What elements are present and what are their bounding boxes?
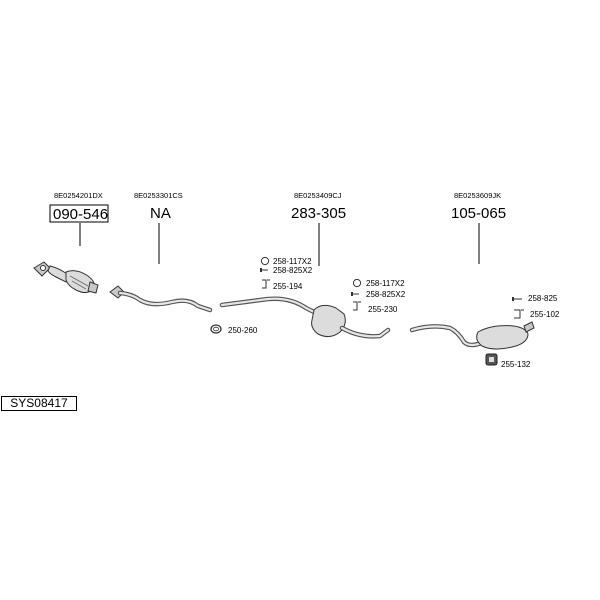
oem-number-middle-silencer: 8E0253409CJ xyxy=(294,191,342,200)
accessory-label[interactable]: 258-117X2 xyxy=(366,279,405,288)
part-number-middle-silencer[interactable]: 283-305 xyxy=(291,205,346,222)
bracket-icon xyxy=(262,279,270,289)
part-number-rear-silencer[interactable]: 105-065 xyxy=(451,205,506,222)
accessory-label[interactable]: 255-102 xyxy=(530,310,560,319)
accessory-label[interactable]: 255-230 xyxy=(368,305,398,314)
front-pipe-part[interactable] xyxy=(109,285,213,313)
accessory-label[interactable]: 250-260 xyxy=(228,326,258,335)
rubber-mount-icon xyxy=(485,353,498,366)
bracket-icon xyxy=(514,309,524,319)
oem-number-front-pipe: 8E0253301CS xyxy=(134,191,183,200)
part-number-box xyxy=(49,204,109,223)
accessory-label[interactable]: 258-825 xyxy=(528,294,558,303)
part-number-front-pipe[interactable]: NA xyxy=(150,205,171,222)
gasket-icon xyxy=(352,278,362,288)
clamp-icon xyxy=(351,292,359,296)
accessory-label[interactable]: 258-825X2 xyxy=(366,290,406,299)
clamp-icon xyxy=(260,268,268,272)
accessory-label[interactable]: 255-194 xyxy=(273,282,303,291)
system-code-label: SYS08417 xyxy=(1,396,77,411)
accessory-label[interactable]: 258-117X2 xyxy=(273,257,312,266)
rear-silencer-part[interactable] xyxy=(409,321,535,350)
gasket-icon xyxy=(260,256,270,266)
accessory-label[interactable]: 258-825X2 xyxy=(273,266,313,275)
middle-silencer-part[interactable] xyxy=(219,296,391,339)
catalytic-converter-part[interactable] xyxy=(33,261,99,294)
bracket-icon xyxy=(353,301,361,311)
oem-number-rear-silencer: 8E0253609JK xyxy=(454,191,501,200)
oem-number-catalyst: 8E0254201DX xyxy=(54,191,103,200)
clamp-icon xyxy=(512,297,522,301)
accessory-label[interactable]: 255-132 xyxy=(501,360,531,369)
part-number-catalyst[interactable]: 090-546 xyxy=(53,206,108,223)
rubber-ring-icon xyxy=(210,324,222,334)
